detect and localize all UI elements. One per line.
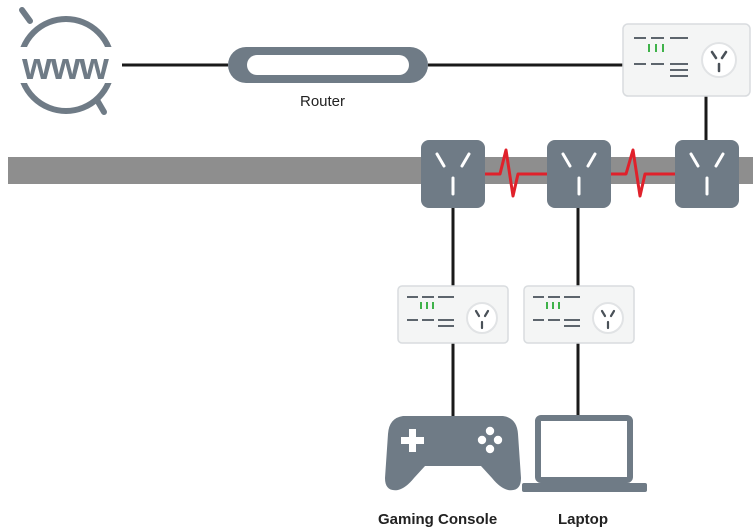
powerline-adapter-main [622, 23, 751, 97]
wall-outlet-1 [421, 140, 485, 208]
powerline-adapter-laptop [523, 285, 635, 344]
laptop-label: Laptop [558, 511, 608, 528]
cables [112, 63, 708, 418]
gamepad-icon [385, 416, 521, 491]
www-text: www [21, 46, 109, 88]
powerline-adapter-console [397, 285, 509, 344]
laptop-icon [522, 415, 647, 492]
wall-outlet-2 [547, 140, 611, 208]
signal-wave-1 [484, 148, 550, 198]
signal-wave-2 [609, 148, 676, 198]
router-icon [228, 47, 428, 83]
power-line-wall [8, 157, 753, 184]
gaming-console-label: Gaming Console [378, 511, 498, 528]
router-label: Router [300, 93, 346, 110]
internet-globe-icon: www [12, 7, 122, 115]
wall-outlet-3 [675, 140, 739, 208]
powerline-signal [484, 148, 676, 198]
